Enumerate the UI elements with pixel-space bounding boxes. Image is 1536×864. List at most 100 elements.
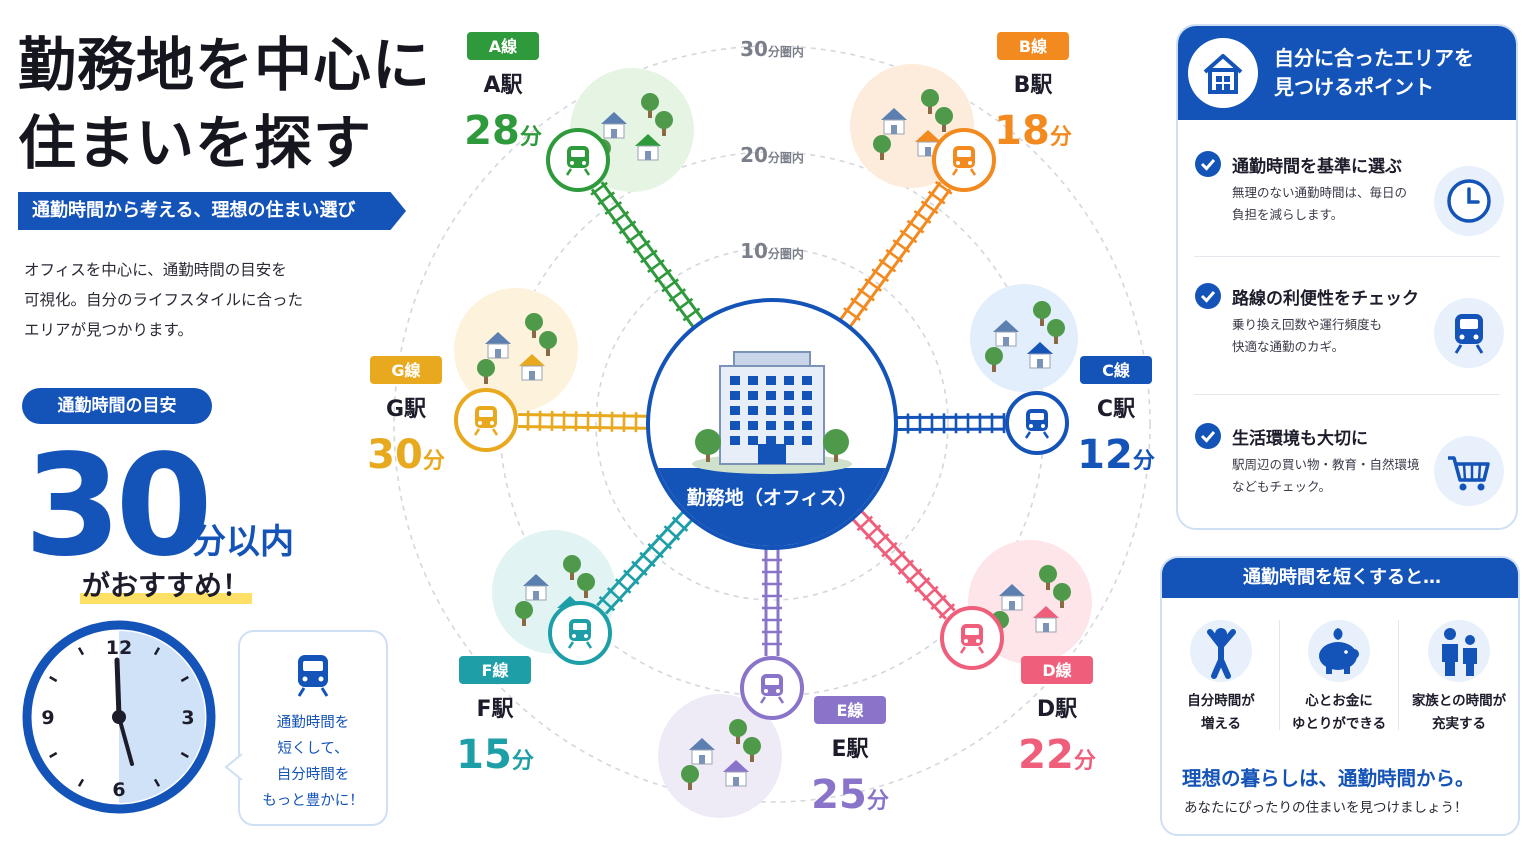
station-minutes: 28分 <box>464 108 542 154</box>
station-name: B駅 <box>1014 73 1053 98</box>
guide-number: 30 <box>24 425 213 588</box>
train-icon <box>565 146 591 176</box>
time-ring <box>595 247 949 601</box>
main-title: 勤務地を中心に 住まいを探す <box>18 26 431 182</box>
station-minutes: 25分 <box>811 772 889 818</box>
piggy-bank-icon <box>1308 620 1370 682</box>
family-icon <box>1428 620 1490 682</box>
tree-icon <box>641 93 659 118</box>
tree-icon <box>873 135 891 160</box>
point-desc-3: 駅周辺の買い物・教育・自然環境 などもチェック。 <box>1232 457 1420 494</box>
tree-icon <box>525 313 543 338</box>
rail-track <box>847 505 956 620</box>
rail-track <box>517 410 655 433</box>
benefit-label: 家族との時間が 充実する <box>1411 693 1507 732</box>
train-icon <box>951 146 977 176</box>
clock-tick <box>77 778 85 787</box>
ring-label: 10分圏内 <box>740 239 804 263</box>
house-icon <box>993 320 1019 347</box>
benefit-item: 自分時間が 増える <box>1166 614 1276 734</box>
house-icon <box>601 112 627 139</box>
house-icon <box>999 584 1025 611</box>
station-minutes: 18分 <box>994 108 1072 154</box>
tree-icon <box>1047 319 1065 344</box>
separator <box>1279 620 1280 730</box>
benefit-label: 自分時間が 増える <box>1187 693 1255 732</box>
house-icon <box>1027 342 1053 369</box>
tree-icon <box>729 719 747 744</box>
tree-icon <box>1033 301 1051 326</box>
divider <box>1194 394 1500 395</box>
tree-icon <box>477 359 495 384</box>
clock-icon <box>1434 166 1504 236</box>
station-minutes: 22分 <box>1018 732 1096 778</box>
check-icon <box>1195 151 1221 177</box>
tree-icon <box>935 107 953 132</box>
clock-number-3: 3 <box>181 707 194 729</box>
rail-track <box>762 542 782 656</box>
line-chip <box>814 696 886 724</box>
tree-icon <box>1039 565 1057 590</box>
intro-line: オフィスを中心に、通勤時間の目安を <box>24 261 287 279</box>
station-minutes: 12分 <box>1077 432 1155 478</box>
house-icon <box>519 354 545 381</box>
line-chip-label: C線 <box>1102 361 1130 380</box>
points-panel-header: 自分に合ったエリアを 見つけるポイント <box>1178 26 1516 120</box>
line-chip-label: A線 <box>489 37 517 56</box>
separator <box>1398 620 1399 730</box>
train-icon <box>297 655 329 697</box>
tree-icon <box>563 555 581 580</box>
points-panel: 自分に合ったエリアを 見つけるポイント 通勤時間を基準に選ぶ 無理のない通勤時間… <box>1176 24 1518 530</box>
train-icon <box>473 406 499 436</box>
house-icon <box>689 738 715 765</box>
train-icon <box>567 619 593 649</box>
tree-icon <box>743 737 761 762</box>
station-name: C駅 <box>1097 397 1135 422</box>
tree-icon <box>681 765 699 790</box>
tree-icon <box>985 347 1003 372</box>
intro-line: エリアが見つかります。 <box>24 321 193 339</box>
point-desc-2: 乗り換え回数や運行頻度も 快適な通勤のカギ。 <box>1232 317 1383 354</box>
tree-icon <box>1053 583 1071 608</box>
house-icon <box>523 574 549 601</box>
title-line-2: 住まいを探す <box>18 109 373 177</box>
intro-line: 可視化。自分のライフスタイルに合った <box>24 291 304 309</box>
intro-text: オフィスを中心に、通勤時間の目安を 可視化。自分のライフスタイルに合った エリア… <box>24 255 384 345</box>
title-line-1: 勤務地を中心に <box>18 31 432 99</box>
message-bubble: 通勤時間を 短くして、 自分時間を もっと豊かに！ <box>224 630 388 826</box>
house-icon <box>635 134 661 161</box>
train-icon <box>759 674 785 704</box>
clock-number-12: 12 <box>106 637 132 659</box>
clock-number-6: 6 <box>112 779 125 801</box>
station-name: A駅 <box>483 73 522 98</box>
cart-icon <box>1434 436 1504 506</box>
benefits-panel: 通勤時間を短くすると… 自分時間が 増える 心とお金に ゆとりができる <box>1160 556 1520 836</box>
tree-icon <box>515 601 533 626</box>
station-name: G駅 <box>386 397 426 422</box>
benefits-panel-title: 通勤時間を短くすると… <box>1162 558 1518 598</box>
divider <box>1194 256 1500 257</box>
clock-icon: 12 3 6 9 <box>22 620 216 814</box>
guide-unit: 分以内 <box>192 522 294 562</box>
point-title-2: 路線の利便性をチェック <box>1232 289 1419 309</box>
clock-highlight-sector <box>119 631 205 803</box>
station-name: D駅 <box>1037 697 1077 722</box>
rail-track <box>889 413 1006 434</box>
ideal-subtext: あなたにぴったりの住まいを見つけましょう！ <box>1184 800 1468 816</box>
line-chip <box>1021 656 1093 684</box>
clock-tick <box>49 751 58 759</box>
line-chip-label: E線 <box>837 701 864 720</box>
bubble-text: 通勤時間を 短くして、 自分時間を もっと豊かに！ <box>262 715 364 809</box>
recommend-text: がおすすめ！ <box>80 564 253 604</box>
rail-track <box>596 505 698 615</box>
rail-track <box>590 181 709 334</box>
clock-number-9: 9 <box>41 707 54 729</box>
person-cheer-icon <box>1190 620 1252 682</box>
ideal-tagline: 理想の暮らしは、通勤時間から。 <box>1182 767 1475 790</box>
line-chip <box>997 32 1069 60</box>
train-icon <box>1434 298 1504 368</box>
clock-tick <box>180 675 189 683</box>
clock-hour-hand <box>114 657 122 720</box>
clock-tick <box>180 751 189 759</box>
station-name: F駅 <box>476 697 513 722</box>
